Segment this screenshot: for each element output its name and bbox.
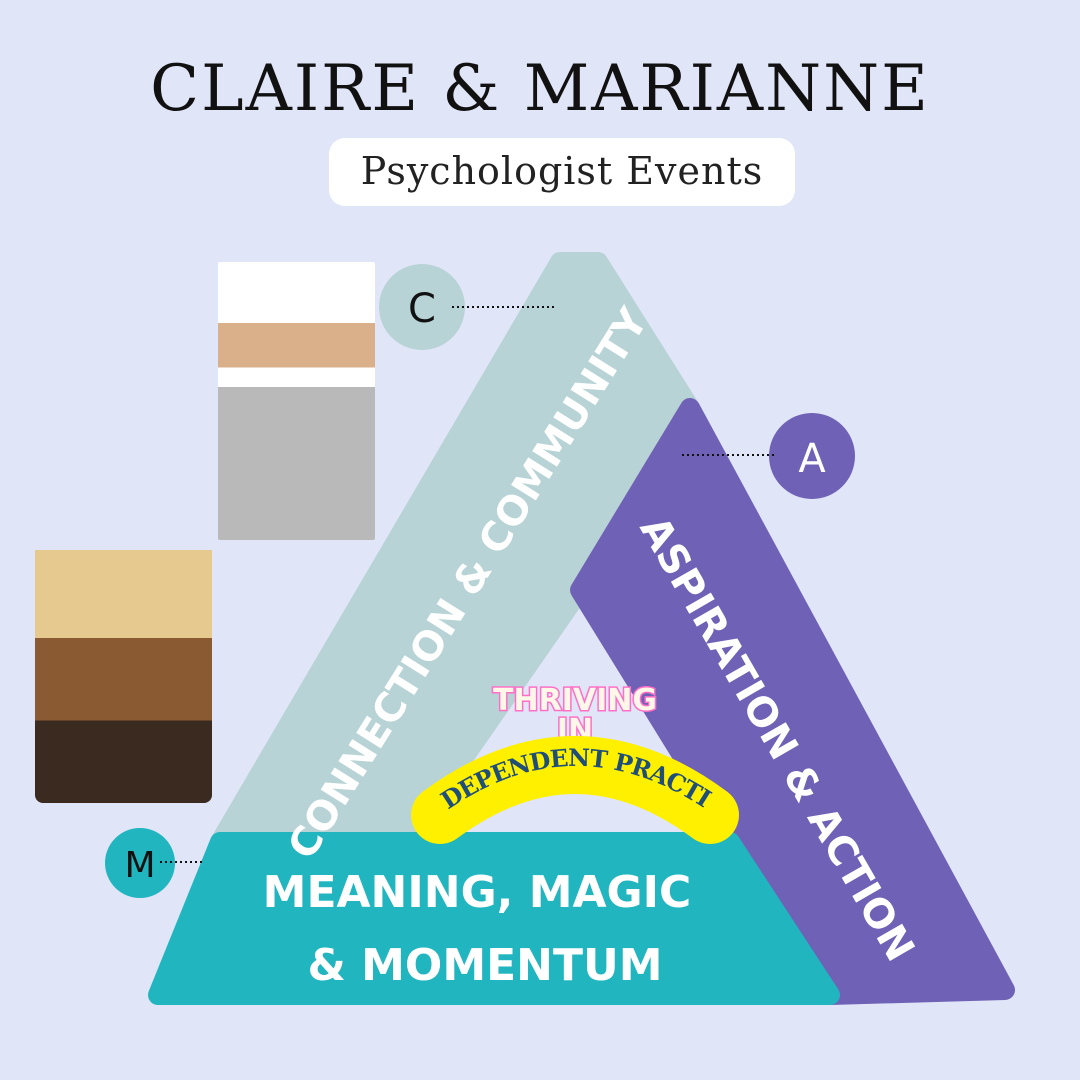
marianne-photo xyxy=(35,528,212,803)
yellow-arc-badge xyxy=(411,736,739,844)
bottom-band-line1: MEANING, MAGIC xyxy=(263,867,692,918)
marker-a-label: A xyxy=(798,436,826,482)
marker-c xyxy=(379,264,465,350)
subtitle-badge: Psychologist Events xyxy=(329,138,795,206)
marker-m-label: M xyxy=(124,845,155,886)
page-title: CLAIRE & MARIANNE xyxy=(150,52,930,126)
bottom-band-line2: & MOMENTUM xyxy=(307,940,662,991)
marker-c-label: C xyxy=(408,286,436,332)
marker-a xyxy=(769,413,855,499)
teal-band xyxy=(148,832,840,1005)
claire-photo xyxy=(218,262,375,540)
marker-m xyxy=(105,828,175,898)
thriving-text: THRIVING xyxy=(493,683,657,718)
